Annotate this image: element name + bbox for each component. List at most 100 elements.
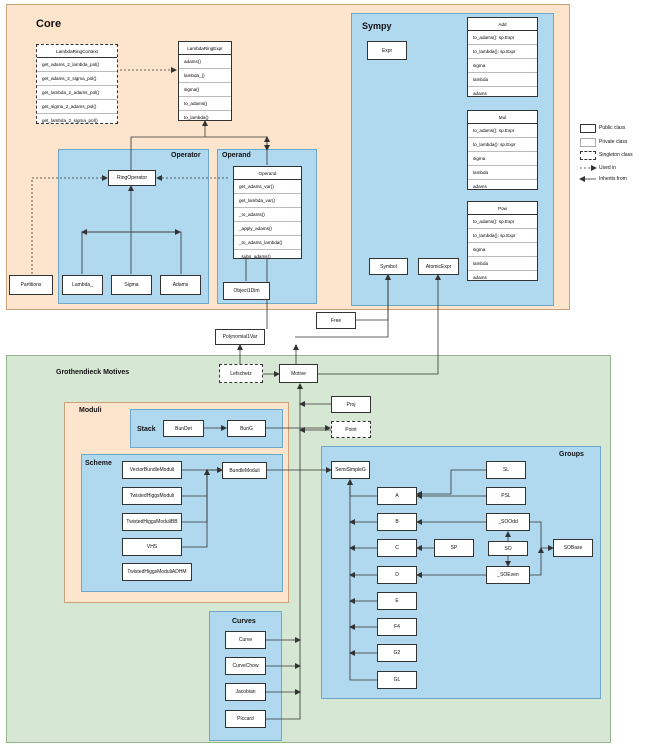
box-so-odd: _SOOdd	[486, 513, 530, 531]
box-twisted-higgs-moduli-bb: TwistedHiggsModuliBB	[122, 513, 182, 531]
class-name: Add	[468, 18, 537, 31]
method: lambda	[468, 257, 537, 271]
class-name: Pow	[468, 202, 537, 215]
box-object1dim: Object1Dim	[223, 282, 270, 300]
box-curve-chow: CurveChow	[225, 657, 266, 675]
method: sigma()	[179, 83, 231, 97]
method: get_adams_2_sigma_pol()	[37, 72, 117, 86]
box-expr: Expr	[367, 41, 407, 60]
box-twisted-higgs-moduli-adhm: TwistedHiggsModuliADHM	[122, 563, 192, 581]
legend-singleton-label: Singleton class	[599, 152, 633, 158]
box-bung: BunG	[227, 420, 266, 437]
moduli-title: Moduli	[79, 407, 102, 414]
box-curve: Curve	[225, 631, 266, 649]
box-vector-bundle-moduli: VectorBundleModuli	[122, 461, 182, 479]
method: get_lambda_var()	[234, 194, 301, 208]
box-sigma: Sigma	[111, 275, 152, 295]
class-operand: Operand get_adams_var() get_lambda_var()…	[233, 166, 302, 259]
groups-title: Groups	[559, 451, 584, 458]
method: sigma	[468, 243, 537, 257]
core-title: Core	[36, 18, 62, 30]
box-f4: F4	[377, 618, 417, 636]
box-symbol: Symbol	[369, 258, 408, 275]
box-g2: G2	[377, 644, 417, 662]
sympy-title: Sympy	[362, 21, 392, 31]
method: _subs_adams()	[239, 254, 271, 259]
method: _apply_adams()	[234, 222, 301, 236]
box-ring-operator: RingOperator	[108, 170, 156, 186]
method: sigma	[468, 59, 537, 73]
class-mul: Mul to_adams(): sp.Expr to_lambda(): sp.…	[467, 110, 538, 190]
box-a: A	[377, 487, 417, 505]
box-semi-simple-g: SemiSimpleG	[331, 461, 370, 479]
method: get_sigma_2_adams_pol()	[37, 100, 117, 114]
box-point: Point	[331, 421, 371, 438]
box-sl: SL	[486, 461, 526, 479]
legend-private-label: Private class	[599, 139, 628, 145]
box-psl: PSL	[486, 487, 526, 505]
method: to_lambda(): sp.Expr	[468, 229, 537, 243]
box-proj: Proj	[331, 396, 371, 413]
method: to_adams(): sp.Expr	[468, 31, 537, 45]
method: lambda	[468, 73, 537, 87]
box-so-even: _SOEven	[486, 566, 530, 584]
box-partitions: Partitions	[9, 275, 53, 295]
method: adams	[473, 184, 487, 189]
method: adams	[473, 91, 487, 96]
method: to_lambda(): sp.Expr	[468, 138, 537, 152]
box-lefschetz: Lefschetz	[219, 364, 263, 383]
groups-region	[321, 446, 601, 699]
method: get_lambda_2_sigma_pol()	[42, 118, 98, 123]
legend-inherits-label: Inherits from	[599, 176, 627, 182]
method: to_adams()	[179, 97, 231, 111]
class-pow: Pow to_adams(): sp.Expr to_lambda(): sp.…	[467, 201, 538, 281]
motives-title: Grothendieck Motives	[56, 369, 130, 376]
legend-public-label: Public class	[599, 125, 626, 131]
box-d: D	[377, 566, 417, 584]
box-gl: GL	[377, 671, 417, 689]
box-jacobian: Jacobian	[225, 683, 266, 701]
box-bundle-moduli: BundleModuli	[222, 462, 267, 479]
method: to_adams(): sp.Expr	[468, 124, 537, 138]
box-lambda: Lambda_	[62, 275, 103, 295]
curves-title: Curves	[232, 618, 256, 625]
box-sp: SP	[434, 539, 474, 557]
box-twisted-higgs-moduli: TwistedHiggsModuli	[122, 487, 182, 505]
box-vhs: VHS	[122, 538, 182, 556]
method: _to_adams()	[234, 208, 301, 222]
scheme-title: Scheme	[85, 460, 112, 467]
box-e: E	[377, 592, 417, 610]
legend-used-label: Used in	[599, 165, 616, 171]
class-name: Mul	[468, 111, 537, 124]
box-so-base: SOBase	[553, 539, 593, 557]
method: _to_adams_lambda()	[234, 236, 301, 250]
box-adams: Adams	[160, 275, 201, 295]
class-add: Add to_adams(): sp.Expr to_lambda(): sp.…	[467, 17, 538, 97]
method: get_adams_var()	[234, 180, 301, 194]
box-motive: Motive	[279, 364, 318, 383]
box-bundet: BunDet	[163, 420, 204, 437]
box-atomic-expr: AtomicExpr	[418, 258, 459, 275]
box-c: C	[377, 539, 417, 557]
class-lambda-ring-expr: LambdaRingExpr adams() lambda_() sigma()…	[178, 41, 232, 121]
legend-public-swatch	[580, 124, 596, 133]
box-piccard: Piccard	[225, 710, 266, 728]
method: to_lambda()	[184, 115, 209, 120]
method: adams()	[179, 55, 231, 69]
class-name: Operand	[234, 167, 301, 180]
method: sigma	[468, 152, 537, 166]
method: to_adams(): sp.Expr	[468, 215, 537, 229]
method: adams	[473, 275, 487, 280]
box-so: SO	[488, 541, 528, 556]
operator-title: Operator	[171, 152, 201, 159]
method: get_lambda_2_adams_pol()	[37, 86, 117, 100]
method: lambda_()	[179, 69, 231, 83]
method: to_lambda(): sp.Expr	[468, 45, 537, 59]
stack-title: Stack	[137, 426, 156, 433]
class-name: LambdaRingExpr	[179, 42, 231, 55]
class-name: LambdaRingContext	[37, 45, 117, 58]
operand-title: Operand	[222, 152, 251, 159]
box-b: B	[377, 513, 417, 531]
class-lambda-ring-context: LambdaRingContext get_adams_2_lambda_pol…	[36, 44, 118, 124]
box-free: Free	[316, 312, 356, 329]
